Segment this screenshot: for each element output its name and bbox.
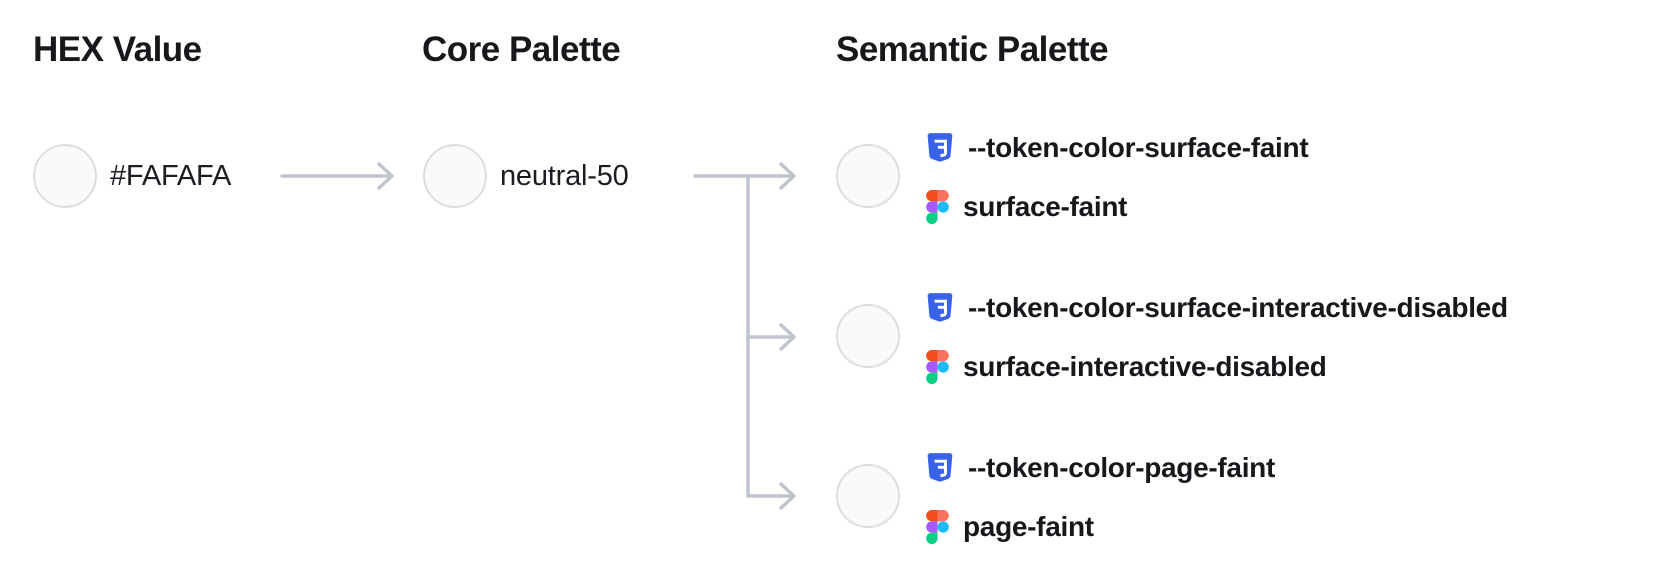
column-header-semantic-palette: Semantic Palette xyxy=(836,30,1109,69)
hex-color-swatch xyxy=(33,144,97,208)
semantic-color-swatch xyxy=(836,304,900,368)
css3-shield-icon xyxy=(927,292,953,322)
figma-token-label: surface-interactive-disabled xyxy=(963,350,1327,382)
core-color-swatch xyxy=(423,144,487,208)
arrow-branch-bottom-head xyxy=(779,482,796,510)
hex-value-node: #FAFAFA xyxy=(33,144,231,208)
figma-token-label: surface-faint xyxy=(963,190,1128,222)
figma-logo-icon xyxy=(926,509,949,544)
semantic-token-row: --token-color-surface-faint surface-fain… xyxy=(836,132,1666,224)
css3-shield-icon xyxy=(927,132,953,162)
core-palette-node: neutral-50 xyxy=(423,144,629,208)
figma-token-label: page-faint xyxy=(963,510,1094,542)
hex-value-label: #FAFAFA xyxy=(110,159,232,192)
css3-shield-icon xyxy=(927,452,953,482)
semantic-color-swatch xyxy=(836,144,900,208)
css-variable-label: --token-color-page-faint xyxy=(968,451,1276,483)
figma-logo-icon xyxy=(926,349,949,384)
arrow-core-to-semantic-top-head xyxy=(779,162,796,190)
arrow-branch-middle-head xyxy=(779,323,796,351)
css-variable-label: --token-color-surface-faint xyxy=(968,131,1309,163)
css-variable-label: --token-color-surface-interactive-disabl… xyxy=(968,291,1508,323)
column-header-hex-value: HEX Value xyxy=(33,30,202,69)
arrow-hex-to-core-head xyxy=(377,162,394,190)
semantic-token-row: --token-color-surface-interactive-disabl… xyxy=(836,292,1666,384)
core-palette-label: neutral-50 xyxy=(500,159,629,192)
semantic-color-swatch xyxy=(836,464,900,528)
semantic-token-row: --token-color-page-faint page-faint xyxy=(836,452,1666,544)
figma-logo-icon xyxy=(926,189,949,224)
column-header-core-palette: Core Palette xyxy=(422,30,621,69)
